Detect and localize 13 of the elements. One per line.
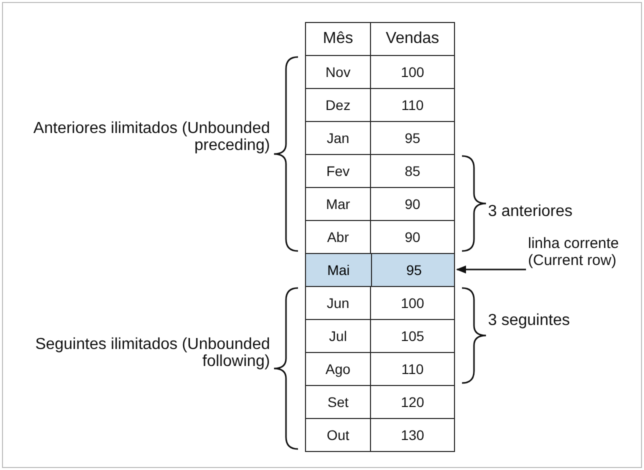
- column-header: Vendas: [370, 22, 455, 56]
- highlighted-row: [305, 253, 455, 287]
- range-label: Anteriores ilimitados (Unbounded preceding): [32, 120, 270, 154]
- arrow: [456, 266, 526, 274]
- range-label: 3 anteriores: [488, 203, 574, 220]
- sales-cell: 130: [370, 418, 455, 452]
- range-label: Seguintes ilimitados (Unbounded following): [34, 336, 270, 370]
- month-text: Mai: [326, 261, 351, 280]
- annotation-text: linha corrente (Current row): [528, 235, 640, 269]
- sales-text: 95: [371, 254, 456, 286]
- range-label: 3 seguintes: [488, 312, 571, 329]
- column-header: Mês: [305, 22, 371, 56]
- month-cell: Out: [305, 418, 371, 452]
